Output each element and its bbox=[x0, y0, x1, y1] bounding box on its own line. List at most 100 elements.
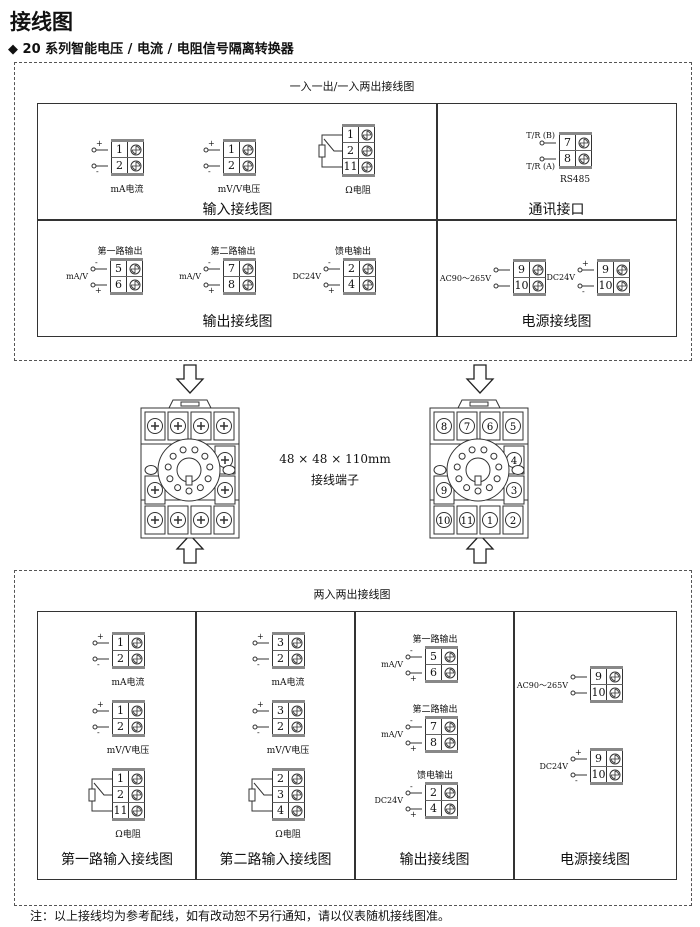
diagram-caption: mV/V电压 bbox=[266, 746, 310, 756]
pin-lead-icon bbox=[405, 790, 422, 796]
terminal-number: 11 bbox=[113, 803, 129, 818]
socket-tab bbox=[457, 399, 501, 409]
screw-cross bbox=[221, 456, 229, 464]
arrow-up-icon bbox=[175, 534, 205, 564]
terminal-number: 2 bbox=[344, 261, 360, 276]
screw-icon bbox=[129, 719, 144, 734]
polarity-sign: - bbox=[328, 258, 331, 267]
screw-icon bbox=[442, 649, 457, 664]
terminal-number: 2 bbox=[113, 719, 129, 734]
terminal-number: 9 bbox=[591, 669, 607, 684]
pin-lead-icon bbox=[493, 283, 510, 289]
pin-hole bbox=[468, 446, 476, 454]
pin-lead-icon bbox=[539, 156, 556, 162]
socket-slot bbox=[469, 401, 489, 407]
terminal-number: 2 bbox=[113, 787, 129, 802]
terminal-number: 6 bbox=[111, 277, 127, 292]
pin-hole bbox=[463, 484, 471, 492]
socket-key bbox=[185, 475, 193, 486]
diagram-caption: Ω电阻 bbox=[345, 186, 371, 196]
arrow-up-icon bbox=[465, 534, 495, 564]
pin-lead-icon bbox=[570, 772, 587, 778]
diagram-caption: Ω电阻 bbox=[275, 830, 301, 840]
terminal-number: 2 bbox=[113, 651, 129, 666]
input-wiring-panel: 输入接线图 bbox=[37, 103, 438, 221]
diagram-caption: Ω电阻 bbox=[115, 830, 141, 840]
polarity-sign: - bbox=[208, 167, 211, 176]
signal-type-label: mA/V bbox=[381, 660, 403, 669]
terminal-row: 9 bbox=[590, 751, 623, 767]
terminal-row: 9 bbox=[597, 262, 630, 278]
terminal-row: 2 bbox=[343, 261, 376, 277]
polarity-sign: - bbox=[575, 776, 578, 785]
screw-icon bbox=[360, 261, 375, 276]
polarity-sign: + bbox=[328, 286, 335, 295]
pin-hole bbox=[495, 463, 503, 471]
screw-icon bbox=[607, 669, 622, 684]
terminal-number: 10 bbox=[591, 767, 607, 782]
single-channel-label: 一入一出/一入两出接线图 bbox=[289, 80, 415, 93]
terminal-row: 4 bbox=[272, 803, 305, 818]
pin-lead-icon bbox=[91, 147, 108, 153]
signal-type-label: AC90～265V bbox=[516, 681, 568, 690]
terminal-number: 2 bbox=[273, 651, 289, 666]
terminal-number-circle bbox=[459, 418, 475, 434]
power-wiring-panel: 电源接线图 bbox=[436, 219, 677, 337]
screw-icon bbox=[442, 719, 457, 734]
pin-lead-icon bbox=[570, 674, 587, 680]
terminal-row: 10 bbox=[597, 278, 630, 293]
terminal-number: 3 bbox=[273, 635, 289, 650]
terminal-number: 3 bbox=[273, 703, 289, 718]
terminal-row: 10 bbox=[590, 767, 623, 782]
screw-icon bbox=[359, 127, 374, 142]
arrow-down-icon bbox=[175, 364, 205, 394]
terminal-number-circle bbox=[436, 482, 452, 498]
diagram-caption: mA电流 bbox=[271, 678, 305, 688]
screw-icon bbox=[442, 735, 457, 750]
terminal-row: 2 bbox=[223, 158, 256, 173]
polarity-sign: - bbox=[208, 258, 211, 267]
pin-lead-icon bbox=[405, 670, 422, 676]
mount-hole bbox=[222, 465, 236, 475]
terminal-row: 9 bbox=[513, 262, 546, 278]
terminal-number: 11 bbox=[343, 159, 359, 174]
pin-label: T/R (A) bbox=[526, 162, 555, 171]
output-wiring-panel-dual: 输出接线图 bbox=[354, 611, 515, 880]
single-channel-section bbox=[14, 62, 692, 361]
pin-hole bbox=[169, 452, 177, 460]
terminal-row: 2 bbox=[112, 787, 145, 803]
pin-lead-icon bbox=[92, 724, 109, 730]
socket-caption: 接线端子 bbox=[310, 473, 359, 487]
terminal-number-circle bbox=[505, 512, 521, 528]
pin-lead-icon bbox=[493, 267, 510, 273]
terminal-number: 2 bbox=[426, 785, 442, 800]
terminal-row: 1 bbox=[342, 127, 375, 143]
screw-icon bbox=[127, 261, 142, 276]
screw-cross bbox=[174, 516, 182, 524]
terminal-number: 5 bbox=[426, 649, 442, 664]
pin-hole bbox=[174, 484, 182, 492]
signal-type-label: mA/V bbox=[66, 272, 88, 281]
pin-hole bbox=[204, 475, 212, 483]
signal-type-label: mA/V bbox=[381, 730, 403, 739]
terminal-number: 3 bbox=[273, 787, 289, 802]
arrow-down-icon bbox=[465, 364, 495, 394]
pin-hole bbox=[453, 463, 461, 471]
socket-terminal-number: 5 bbox=[510, 422, 516, 433]
terminal-number: 2 bbox=[343, 143, 359, 158]
polarity-sign: + bbox=[97, 700, 104, 709]
output-wiring-panel: 输出接线图 bbox=[37, 219, 438, 337]
pin-hole bbox=[191, 446, 199, 454]
terminal-number-circle bbox=[482, 418, 498, 434]
terminal-row: 1 bbox=[112, 771, 145, 787]
input2-wiring-panel: 第二路输入接线图 bbox=[195, 611, 356, 880]
diagram-heading: 第二路输出 bbox=[210, 247, 256, 257]
socket-terminal-number: 4 bbox=[511, 456, 517, 467]
screw-icon bbox=[127, 277, 142, 292]
